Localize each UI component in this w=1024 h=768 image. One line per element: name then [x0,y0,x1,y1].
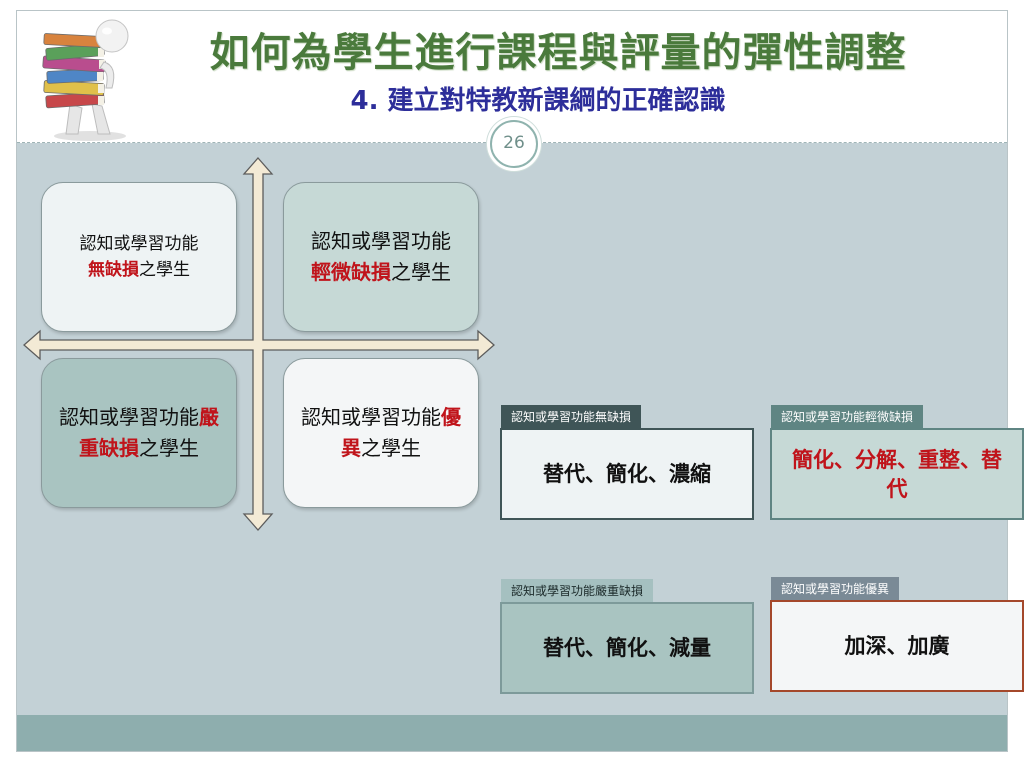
quadrant-mild-impairment-suffix: 之學生 [391,260,451,284]
strategy-box-severe-impairment: 替代、簡化、減量 [500,602,754,694]
quadrant-severe-impairment: 認知或學習功能嚴重缺損之學生 [41,358,237,508]
strategy-tag-severe-impairment: 認知或學習功能嚴重缺損 [501,579,654,604]
strategy-box-mild-impairment: 簡化、分解、重整、替代 [770,428,1024,520]
quadrant-no-impairment-text: 認知或學習功能 無缺損之學生 [80,231,199,284]
quadrant-no-impairment-highlight: 無缺損 [88,260,139,280]
quadrant-gifted-prefix: 認知或學習功能 [301,405,441,429]
quadrant-mild-impairment-highlight: 輕微缺損 [311,260,391,284]
slide-frame [16,10,1008,752]
strategy-tag-mild-impairment: 認知或學習功能輕微缺損 [771,405,924,430]
quadrant-no-impairment-prefix: 認知或學習功能 [79,233,199,254]
strategy-box-no-impairment: 替代、簡化、濃縮 [500,428,754,520]
page-title: 如何為學生進行課程與評量的彈性調整 [209,30,907,76]
quadrant-severe-impairment-suffix: 之學生 [139,436,199,460]
quadrant-gifted-suffix: 之學生 [361,436,421,460]
quadrant-gifted: 認知或學習功能優異之學生 [283,358,479,508]
quadrant-severe-impairment-prefix: 認知或學習功能 [59,405,199,429]
quadrant-mild-impairment: 認知或學習功能輕微缺損之學生 [283,182,479,332]
footer-band [17,715,1007,751]
page-subtitle: 4. 建立對特教新課綱的正確認識 [350,86,726,116]
quadrant-mild-impairment-prefix: 認知或學習功能 [311,229,451,253]
quadrant-mild-impairment-text: 認知或學習功能輕微缺損之學生 [302,226,460,288]
quadrant-no-impairment-suffix: 之學生 [139,260,190,280]
page-number-badge: 26 [490,120,538,168]
quadrant-severe-impairment-text: 認知或學習功能嚴重缺損之學生 [56,402,222,464]
quadrant-no-impairment: 認知或學習功能 無缺損之學生 [41,182,237,332]
quadrant-gifted-text: 認知或學習功能優異之學生 [298,402,464,464]
strategy-box-gifted: 加深、加廣 [770,600,1024,692]
strategy-tag-gifted: 認知或學習功能優異 [771,577,900,602]
strategy-tag-no-impairment: 認知或學習功能無缺損 [501,405,642,430]
